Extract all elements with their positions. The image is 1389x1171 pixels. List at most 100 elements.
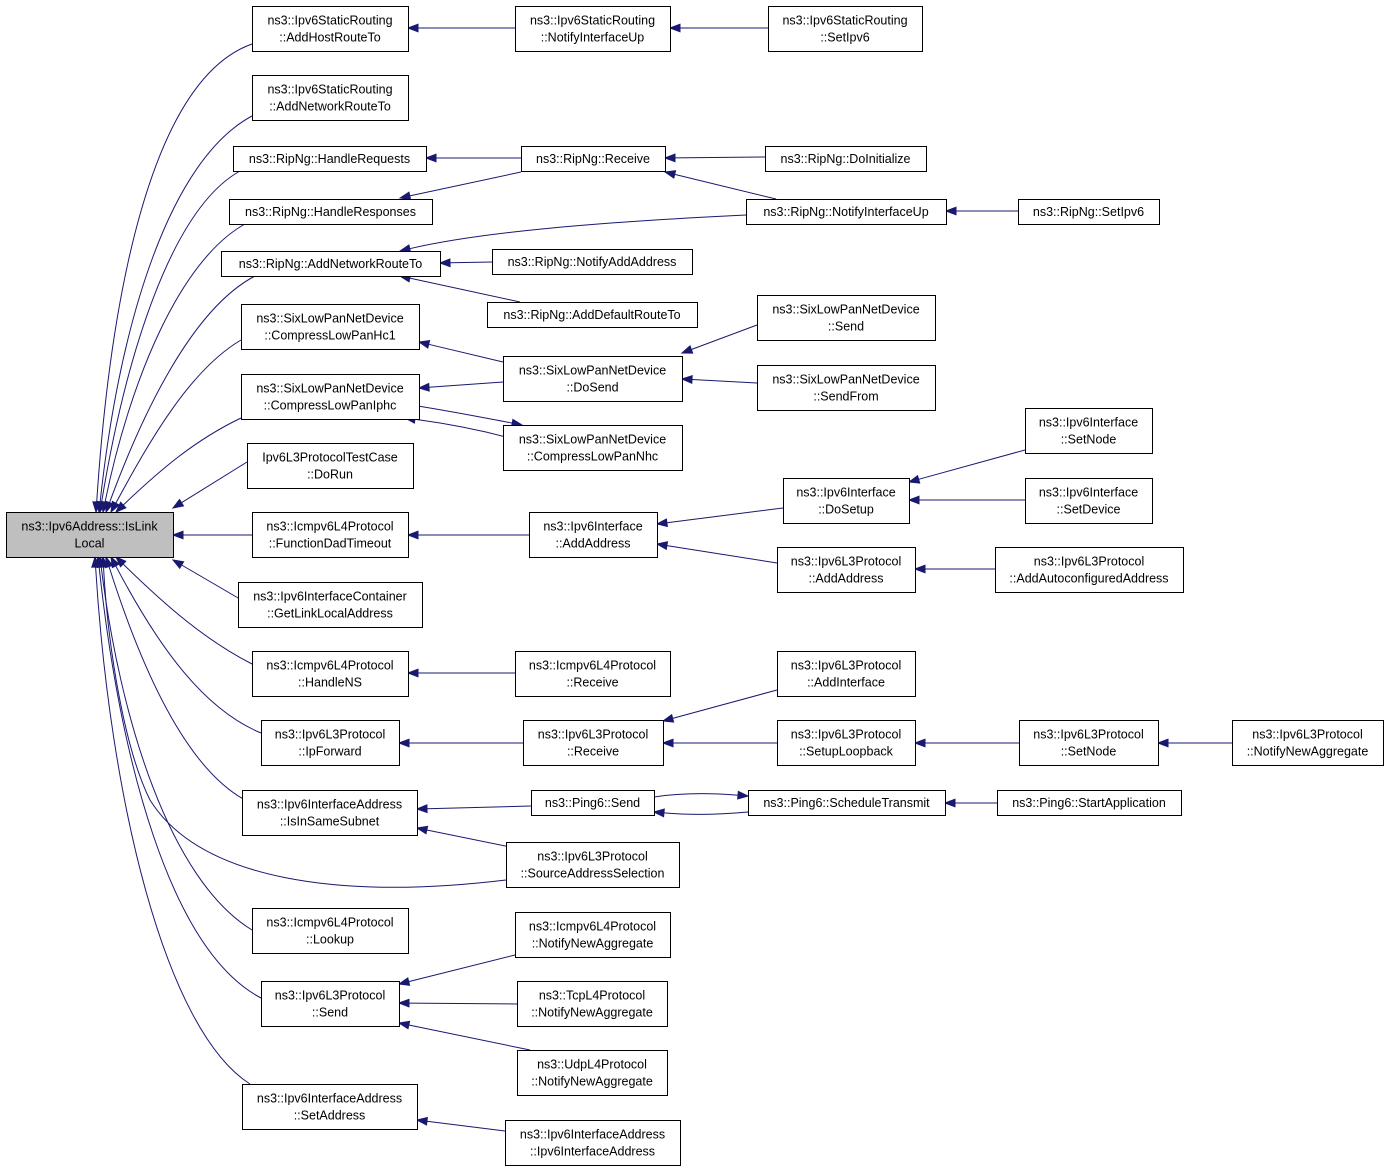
node-l3-autoconf[interactable]: ns3::Ipv6L3Protocol::AddAutoconfiguredAd… bbox=[995, 547, 1184, 593]
node-rip-addnet[interactable]: ns3::RipNg::AddNetworkRouteTo bbox=[221, 251, 441, 277]
node-rip-notifyadd[interactable]: ns3::RipNg::NotifyAddAddress bbox=[492, 249, 693, 275]
edge-icmp_dad-to-root bbox=[171, 530, 252, 540]
edge-sr_addhost-to-root bbox=[92, 43, 253, 514]
node-ping-start[interactable]: ns3::Ping6::StartApplication bbox=[997, 790, 1182, 816]
node-l3-send[interactable]: ns3::Ipv6L3Protocol::Send bbox=[261, 981, 400, 1027]
node-l3-setuplb[interactable]: ns3::Ipv6L3Protocol::SetupLoopback bbox=[777, 720, 916, 766]
edge-arrowhead bbox=[655, 518, 668, 528]
node-box bbox=[492, 249, 693, 275]
edge-line bbox=[108, 566, 246, 801]
edge-line bbox=[99, 115, 253, 503]
edge-ia_samesub-to-root bbox=[104, 555, 246, 801]
node-label-line: ns3::SixLowPanNetDevice bbox=[519, 433, 666, 447]
edge-sl_dosend-to-sl_hc1 bbox=[417, 340, 504, 363]
edge-line bbox=[122, 563, 253, 665]
node-sl-hc1[interactable]: ns3::SixLowPanNetDevice::CompressLowPanH… bbox=[241, 304, 420, 350]
node-label-line: ns3::Ipv6L3Protocol bbox=[791, 659, 902, 673]
edge-line bbox=[181, 564, 246, 603]
node-ia-samesub[interactable]: ns3::Ipv6InterfaceAddress::IsInSameSubne… bbox=[242, 790, 418, 836]
edge-l3_recv-to-l3_ipfwd bbox=[397, 738, 523, 748]
node-box bbox=[241, 374, 420, 420]
node-l3-addif[interactable]: ns3::Ipv6L3Protocol::AddInterface bbox=[777, 651, 916, 697]
node-ia-setaddr[interactable]: ns3::Ipv6InterfaceAddress::SetAddress bbox=[242, 1084, 418, 1130]
node-l3-ipfwd[interactable]: ns3::Ipv6L3Protocol::IpForward bbox=[261, 720, 400, 766]
node-label-line: ns3::Ipv6InterfaceAddress bbox=[257, 798, 402, 812]
node-label-line: ns3::Ipv6L3Protocol bbox=[1033, 728, 1144, 742]
node-if-dosetup[interactable]: ns3::Ipv6Interface::DoSetup bbox=[783, 478, 910, 524]
edge-line bbox=[408, 1024, 531, 1051]
node-l3-addaddr[interactable]: ns3::Ipv6L3Protocol::AddAddress bbox=[777, 547, 916, 593]
edge-arrowhead bbox=[397, 738, 410, 748]
edge-line bbox=[426, 1120, 506, 1132]
node-sl-sendfrom[interactable]: ns3::SixLowPanNetDevice::SendFrom bbox=[757, 365, 936, 411]
edge-line bbox=[181, 461, 248, 504]
node-box bbox=[503, 356, 683, 402]
node-udp-notifyagg[interactable]: ns3::UdpL4Protocol::NotifyNewAggregate bbox=[517, 1050, 668, 1096]
edge-line bbox=[96, 43, 253, 503]
node-label-line: ::NotifyNewAggregate bbox=[1247, 745, 1369, 759]
node-label-line: ns3::Icmpv6L4Protocol bbox=[266, 916, 393, 930]
node-box bbox=[995, 547, 1184, 593]
node-box bbox=[242, 1084, 418, 1130]
node-l3-notifyagg[interactable]: ns3::Ipv6L3Protocol::NotifyNewAggregate bbox=[1232, 720, 1384, 766]
node-sr-notify[interactable]: ns3::Ipv6StaticRouting::NotifyInterfaceU… bbox=[515, 6, 671, 52]
node-box bbox=[515, 6, 671, 52]
edge-line bbox=[449, 261, 493, 264]
node-box bbox=[238, 582, 423, 628]
edge-line bbox=[95, 566, 251, 1085]
node-ifc-getll[interactable]: ns3::Ipv6InterfaceContainer::GetLinkLoca… bbox=[238, 582, 423, 628]
node-rip-adddefault[interactable]: ns3::RipNg::AddDefaultRouteTo bbox=[487, 302, 698, 328]
node-ia-ctor[interactable]: ns3::Ipv6InterfaceAddress::Ipv6Interface… bbox=[505, 1120, 681, 1166]
node-sl-dosend[interactable]: ns3::SixLowPanNetDevice::DoSend bbox=[503, 356, 683, 402]
node-label-line: ns3::RipNg::AddDefaultRouteTo bbox=[503, 308, 680, 322]
edge-line bbox=[409, 214, 747, 250]
node-label-line: ::Send bbox=[312, 1006, 348, 1020]
node-rip-receive[interactable]: ns3::RipNg::Receive bbox=[521, 146, 666, 172]
node-sr-setipv6[interactable]: ns3::Ipv6StaticRouting::SetIpv6 bbox=[768, 6, 923, 52]
node-sl-iphc[interactable]: ns3::SixLowPanNetDevice::CompressLowPanI… bbox=[241, 374, 420, 420]
node-icmp-notifyagg[interactable]: ns3::Icmpv6L4Protocol::NotifyNewAggregat… bbox=[515, 912, 671, 958]
node-ping-sched[interactable]: ns3::Ping6::ScheduleTransmit bbox=[748, 790, 946, 816]
edge-line bbox=[672, 689, 778, 719]
node-rip-doinit[interactable]: ns3::RipNg::DoInitialize bbox=[765, 146, 927, 172]
node-icmp-lookup[interactable]: ns3::Icmpv6L4Protocol::Lookup bbox=[252, 908, 409, 954]
edge-arrowhead bbox=[944, 206, 957, 216]
node-label-line: ns3::Ipv6Interface bbox=[1039, 486, 1138, 500]
edge-rip_setipv6-to-rip_notifyup bbox=[944, 206, 1018, 216]
node-l3-srcsel[interactable]: ns3::Ipv6L3Protocol::SourceAddressSelect… bbox=[506, 842, 680, 888]
node-label-line: ns3::Icmpv6L4Protocol bbox=[529, 659, 656, 673]
node-rip-handleresp[interactable]: ns3::RipNg::HandleResponses bbox=[229, 199, 433, 225]
node-icmp-hns[interactable]: ns3::Icmpv6L4Protocol::HandleNS bbox=[252, 651, 409, 697]
node-rip-notifyup[interactable]: ns3::RipNg::NotifyInterfaceUp bbox=[746, 199, 947, 225]
node-label-line: ns3::Ipv6InterfaceAddress bbox=[520, 1128, 665, 1142]
node-l3-recv[interactable]: ns3::Ipv6L3Protocol::Receive bbox=[523, 720, 664, 766]
edge-ifc_getll-to-root bbox=[171, 559, 246, 603]
node-sl-send[interactable]: ns3::SixLowPanNetDevice::Send bbox=[757, 295, 936, 341]
node-icmp-dad[interactable]: ns3::Icmpv6L4Protocol::FunctionDadTimeou… bbox=[252, 512, 409, 558]
node-test-dorun[interactable]: Ipv6L3ProtocolTestCase::DoRun bbox=[247, 443, 414, 489]
node-l3-setnode[interactable]: ns3::Ipv6L3Protocol::SetNode bbox=[1019, 720, 1159, 766]
edge-sl_sendfrom-to-sl_dosend bbox=[680, 375, 758, 385]
edge-sl_iphc-to-root bbox=[114, 417, 242, 513]
node-icmp-recv[interactable]: ns3::Icmpv6L4Protocol::Receive bbox=[515, 651, 671, 697]
node-box bbox=[765, 146, 927, 172]
node-box bbox=[242, 790, 418, 836]
node-rip-setipv6[interactable]: ns3::RipNg::SetIpv6 bbox=[1018, 199, 1160, 225]
node-sr-addnet[interactable]: ns3::Ipv6StaticRouting::AddNetworkRouteT… bbox=[252, 75, 409, 121]
node-label-line: ns3::Ipv6StaticRouting bbox=[782, 14, 907, 28]
edge-rip_notifyup-to-rip_receive bbox=[663, 170, 777, 200]
node-if-addaddr[interactable]: ns3::Ipv6Interface::AddAddress bbox=[529, 512, 658, 558]
edge-l3_addaddr-to-if_addaddr bbox=[655, 541, 778, 564]
node-if-setnode[interactable]: ns3::Ipv6Interface::SetNode bbox=[1025, 408, 1153, 454]
node-box bbox=[1018, 199, 1160, 225]
node-sr-addhost[interactable]: ns3::Ipv6StaticRouting::AddHostRouteTo bbox=[252, 6, 409, 52]
node-if-setdevice[interactable]: ns3::Ipv6Interface::SetDevice bbox=[1025, 478, 1153, 524]
node-ping-send[interactable]: ns3::Ping6::Send bbox=[531, 790, 655, 816]
node-tcp-notifyagg[interactable]: ns3::TcpL4Protocol::NotifyNewAggregate bbox=[517, 981, 668, 1027]
node-label-line: ns3::RipNg::HandleRequests bbox=[249, 152, 410, 166]
node-rip-handlereq[interactable]: ns3::RipNg::HandleRequests bbox=[233, 146, 427, 172]
node-sl-nhc[interactable]: ns3::SixLowPanNetDevice::CompressLowPanN… bbox=[503, 425, 683, 471]
edge-line bbox=[109, 275, 256, 503]
